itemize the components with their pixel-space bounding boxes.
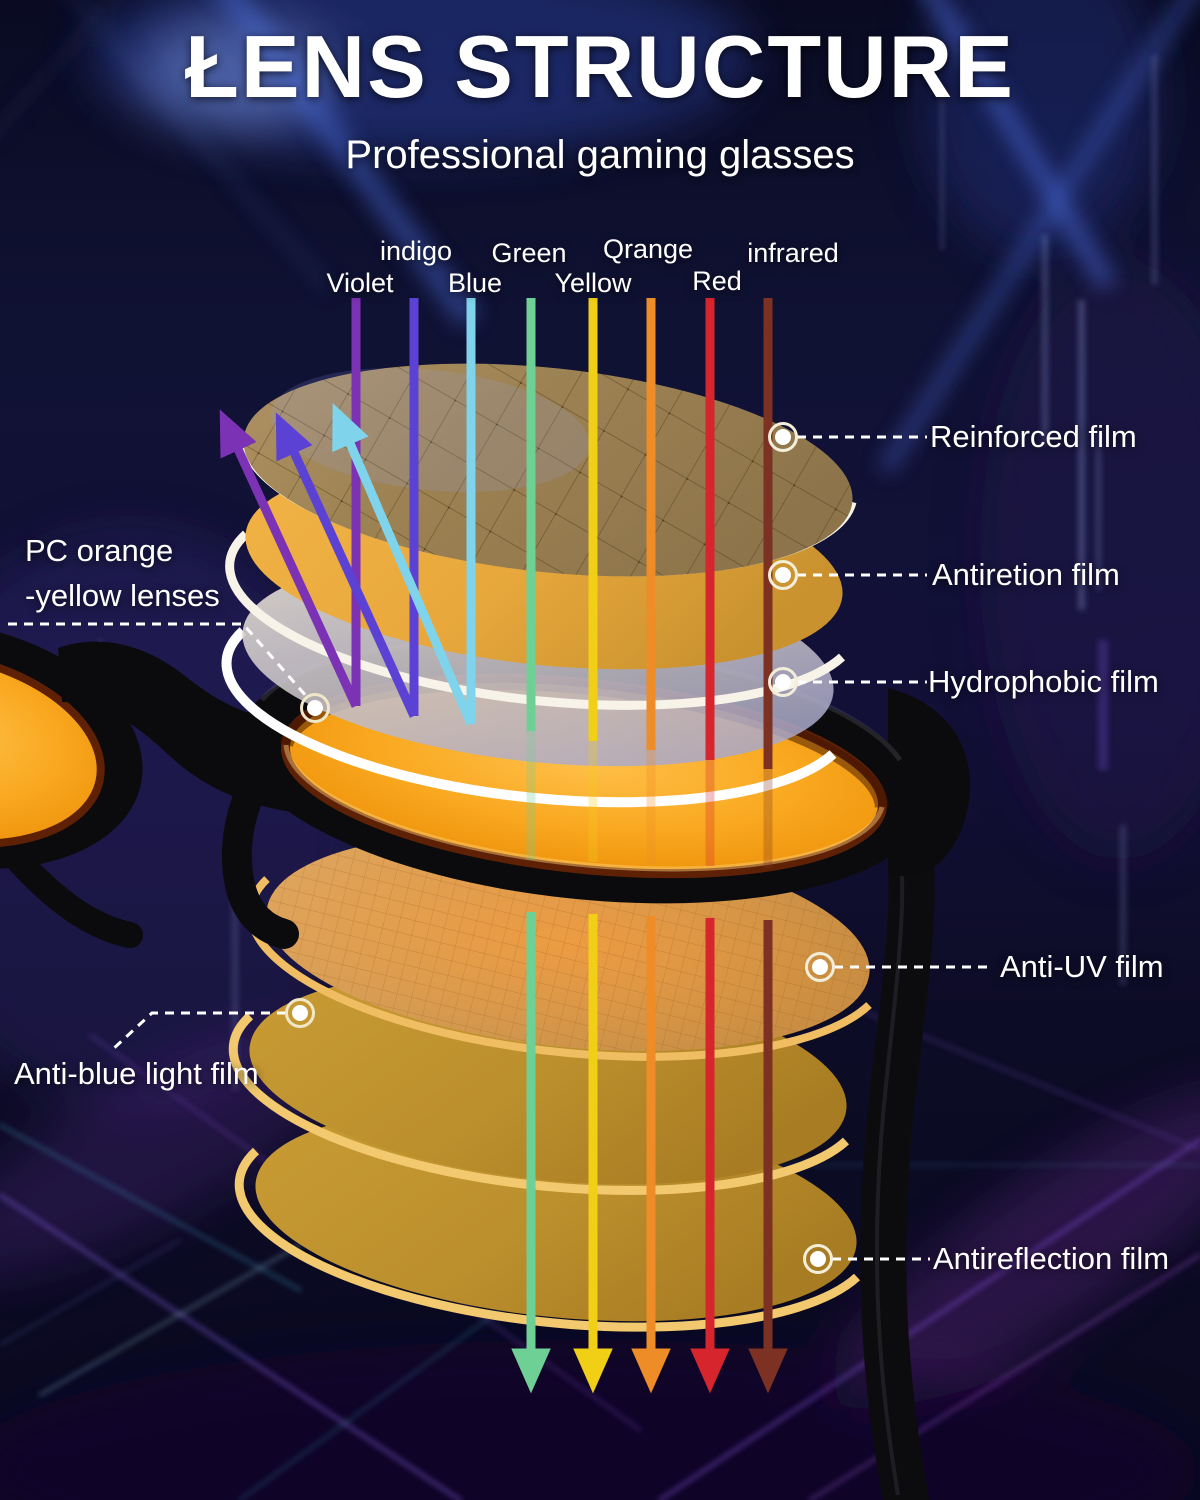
pc-lens-label-line1: PC orange (25, 533, 174, 568)
pc-lens-label: PC orange -yellow lenses (25, 528, 220, 618)
reinforced-film-label: Reinforced film (930, 419, 1137, 454)
antireflection-film-marker (803, 1244, 833, 1274)
hinge (888, 688, 971, 877)
antiretion-film-label: Antiretion film (932, 557, 1120, 592)
indigo-ray-arrow (275, 298, 419, 718)
anti-uv-film-label: Anti-UV film (1000, 949, 1164, 984)
spectrum-label-orange: Qrange (602, 234, 694, 264)
background-light-beams (0, 0, 1195, 474)
left-lower-rim (7, 849, 143, 948)
spectrum-label-green: Green (491, 238, 567, 268)
film-point-markers (285, 422, 835, 1274)
spectrum-label-yellow: Yellow (554, 268, 632, 298)
pc-lens-marker (300, 693, 330, 723)
anti-uv-film-marker (805, 952, 835, 982)
blue-ray-arrow (332, 298, 476, 726)
page-title: ŁENS STRUCTURE (185, 17, 1015, 116)
glasses-bridge (58, 641, 292, 812)
anti-blue-film-marker (285, 998, 315, 1028)
page-subtitle: Professional gaming glasses (345, 133, 855, 177)
violet-ray-arrow (219, 298, 361, 708)
anti-blue-film-label: Anti-blue light film (14, 1056, 259, 1091)
spectrum-rays (219, 298, 788, 1394)
spectrum-label-violet: Violet (326, 268, 394, 298)
antireflection-film-label: Antireflection film (933, 1241, 1170, 1276)
reinforced-film-layer (239, 363, 857, 577)
reinforced-film-marker (768, 422, 798, 452)
antiretion-film-marker (768, 560, 798, 590)
anti-blue-film-leader (110, 1011, 286, 1052)
film-leader-lines (8, 435, 993, 1261)
pc-lens-label-line2: -yellow lenses (25, 578, 220, 613)
spectrum-label-red: Red (692, 266, 742, 296)
hydrophobic-film-label: Hydrophobic film (928, 664, 1159, 699)
glasses-temple-arm (860, 777, 935, 1500)
spectrum-label-indigo: indigo (379, 236, 453, 266)
hydrophobic-film-marker (768, 667, 798, 697)
spectrum-label-infrared: infrared (747, 238, 839, 268)
left-lens (0, 648, 105, 848)
spectrum-label-blue: Blue (447, 268, 503, 298)
